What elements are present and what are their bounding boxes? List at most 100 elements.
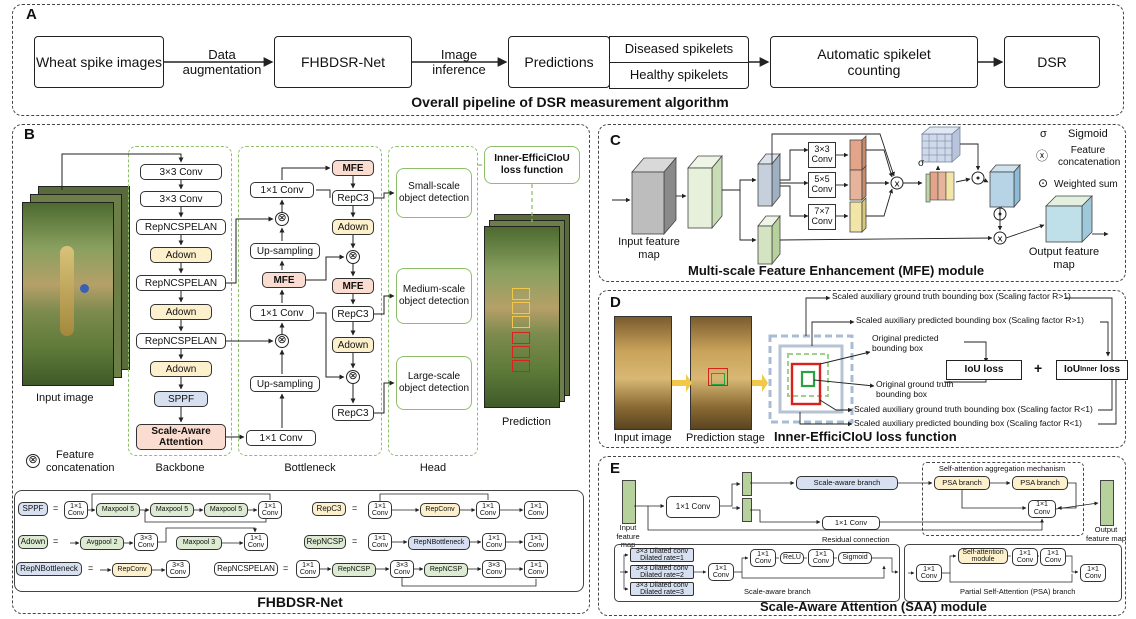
original-gt-box [800, 370, 816, 388]
bn-upsample-2: Up-sampling [250, 376, 320, 392]
saa-conv-mid: 1×1 Conv [822, 516, 880, 530]
def-elan-conv-a: 1×1 Conv [296, 560, 320, 578]
def-repc3-repconv: RepConv [420, 503, 460, 517]
mfe-legend-sigma-symbol: σ [1040, 128, 1047, 140]
pipeline-net-box: FHBDSR-Net [274, 36, 412, 88]
mfe-legend-concat: Feature concatenation [1058, 145, 1121, 168]
sab-conv-a: 1×1 Conv [708, 563, 734, 581]
pipeline-arrow2-label: Image inference [432, 47, 486, 77]
pipeline-dsr-box: DSR [1004, 36, 1100, 88]
prediction-label: Prediction [502, 416, 551, 428]
def-repncspelan-eq: = [283, 563, 289, 573]
def-repc3-conv-b: 1×1 Conv [476, 501, 500, 519]
bn-mfe-3: MFE [332, 278, 374, 294]
panel-c-label: C [610, 132, 621, 149]
def-elan-conv33-a: 3×3 Conv [390, 560, 414, 578]
bn-concat-2: ⊗ [275, 334, 289, 348]
bn-mfe-2: MFE [332, 160, 374, 176]
bn-concat-1: ⊗ [275, 212, 289, 226]
pipeline-count-text: Automatic spikelet counting [817, 45, 931, 78]
saa-residual-label: Residual connection [822, 535, 890, 544]
panel-a-label: A [26, 6, 37, 23]
backbone-title: Backbone [155, 462, 205, 474]
loss-s4: Scaled auxiliary predicted bounding box … [854, 418, 1082, 428]
def-adown-avgpool: Avgpool 2 [80, 536, 124, 550]
iou-inner-tail: loss [1097, 364, 1121, 376]
mfe-top-tensor [757, 152, 781, 208]
bn-concat-3: ⊗ [346, 250, 360, 264]
svg-text:x: x [894, 180, 900, 190]
panel-a [12, 4, 1124, 116]
saa-output-tensor [1100, 480, 1114, 526]
mfe-bottom-tensor [757, 214, 781, 266]
bn-conv-1: 1×1 Conv [250, 182, 314, 198]
def-elan-repncsp-a: RepNCSP [332, 563, 376, 577]
bb-repncspelan-3: RepNCSPELAN [136, 333, 226, 349]
bn-mfe-1: MFE [262, 272, 306, 288]
def-sppf-maxpool-a: Maxpool 5 [96, 503, 140, 517]
bottleneck-title: Bottleneck [284, 462, 336, 474]
concat-legend-label: Feature concatenation [46, 449, 115, 474]
panel-b-label: B [24, 126, 35, 143]
psa-caption: Partial Self-Attention (PSA) branch [960, 587, 1076, 596]
mfe-weighted-tensor [989, 163, 1021, 209]
mfe-attention-cube [921, 126, 961, 163]
loss-orig-gt: Original ground truth bounding box [876, 379, 954, 399]
loss-box: Inner-EfficiCIoU loss function [484, 146, 580, 184]
def-sppf-eq: = [53, 503, 59, 513]
mfe-legend-sigma: Sigmoid [1068, 128, 1108, 140]
scaled-gt-large [768, 334, 854, 424]
psa-detail-box [904, 544, 1122, 602]
def-adown-conv11: 1×1 Conv [244, 533, 268, 551]
def-adown-conv33: 3×3 Conv [134, 533, 158, 551]
bb-saa: Scale-Aware Attention [136, 424, 226, 450]
def-repnbottleneck: RepNBottleneck [16, 562, 82, 576]
sab-dilated-2: 3×3 Dilated conv Dilated rate=2 [630, 565, 694, 579]
panel-c [598, 124, 1126, 282]
def-repc3: RepC3 [312, 502, 346, 516]
bn-concat-4: ⊗ [346, 370, 360, 384]
bb-adown-1: Adown [150, 247, 212, 263]
psa-conv-b: 1×1 Conv [1012, 548, 1038, 566]
saa-split-upper [742, 472, 752, 496]
psa-conv-c: 1×1 Conv [1040, 548, 1066, 566]
loss-caption: Inner-EfficiCIoU loss function [774, 429, 957, 444]
bb-conv-2: 3×3 Conv [140, 191, 222, 207]
pipeline-input-text: Wheat spike images [35, 53, 163, 70]
mfe-legend-wsum-symbol: ⊙ [1038, 176, 1049, 190]
bn-conv-2: 1×1 Conv [250, 305, 314, 321]
loss-plus: + [1034, 360, 1043, 376]
psa-branch-b: PSA branch [1012, 476, 1068, 490]
def-repncsp-conv-c: 1×1 Conv [524, 533, 548, 551]
pipeline-arrow1-label: Data augmentation [182, 47, 262, 77]
sab-conv-b: 1×1 Conv [750, 549, 776, 567]
loss-s1: Scaled auxiliary ground truth bounding b… [832, 291, 1071, 301]
head-title: Head [419, 462, 447, 474]
scaled-pred-large [778, 344, 844, 414]
psa-conv-d: 1×1 Conv [1080, 564, 1106, 582]
def-repc3-conv-a: 1×1 Conv [368, 501, 392, 519]
mfe-weight-op [971, 171, 985, 185]
sab-conv-c: 1×1 Conv [808, 549, 834, 567]
bb-conv-1: 3×3 Conv [140, 164, 222, 180]
loss-orig-pred: Original predicted bounding box [872, 333, 939, 353]
loss-input-image [614, 316, 672, 430]
pipeline-dsr-text: DSR [1037, 53, 1067, 70]
sab-dilated-3: 3×3 Dilated conv Dilated rate=3 [630, 582, 694, 596]
bn-adown-1: Adown [332, 219, 374, 235]
def-sppf: SPPF [18, 502, 48, 516]
bb-adown-3: Adown [150, 361, 212, 377]
prediction-image-stack [484, 214, 570, 410]
def-elan-conv-b: 1×1 Conv [524, 560, 548, 578]
mfe-legend-concat-symbol: ⓧ [1036, 149, 1049, 163]
pipeline-pred-text: Predictions [524, 53, 594, 70]
iou-loss-text: IoU loss [964, 364, 1004, 376]
iou-inner-sub: Inner [1080, 365, 1098, 373]
def-repncsp-conv-b: 1×1 Conv [482, 533, 506, 551]
pipeline-diseased-text: Diseased spikelets [624, 41, 734, 57]
